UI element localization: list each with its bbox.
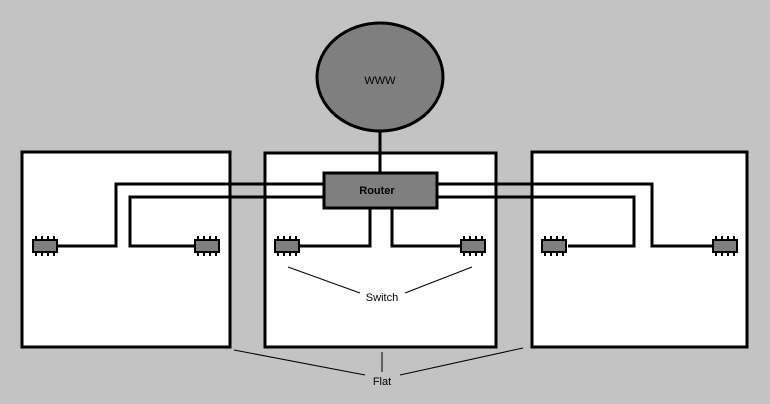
cable-center-left bbox=[300, 208, 372, 248]
cable-center-right bbox=[390, 208, 462, 248]
flat-callout-line-left bbox=[233, 349, 366, 376]
switch-callout-line-left bbox=[287, 266, 361, 294]
internet-cloud: WWW bbox=[315, 21, 445, 133]
cable-right-outer bbox=[437, 182, 713, 248]
router: Router bbox=[322, 171, 439, 210]
cable-left-inner bbox=[128, 195, 324, 248]
router-label: Router bbox=[359, 185, 395, 197]
switch-port-icon bbox=[460, 235, 486, 257]
switch-label: Switch bbox=[366, 292, 398, 304]
cable-left-outer bbox=[58, 182, 324, 248]
cloud-label: WWW bbox=[364, 75, 396, 87]
router-box bbox=[322, 171, 439, 210]
switch-callout-line-right bbox=[404, 266, 473, 294]
switch-port-icon bbox=[194, 235, 220, 257]
switch-port-icon bbox=[712, 235, 738, 257]
switch-port-icon bbox=[32, 235, 58, 257]
switch-port-icon bbox=[541, 235, 567, 257]
cable-right-inner bbox=[437, 195, 636, 248]
cloud-shape bbox=[315, 21, 445, 133]
flat-label: Flat bbox=[373, 376, 391, 388]
flat-callout-line-right bbox=[399, 347, 524, 376]
switch-port-icon bbox=[274, 235, 300, 257]
